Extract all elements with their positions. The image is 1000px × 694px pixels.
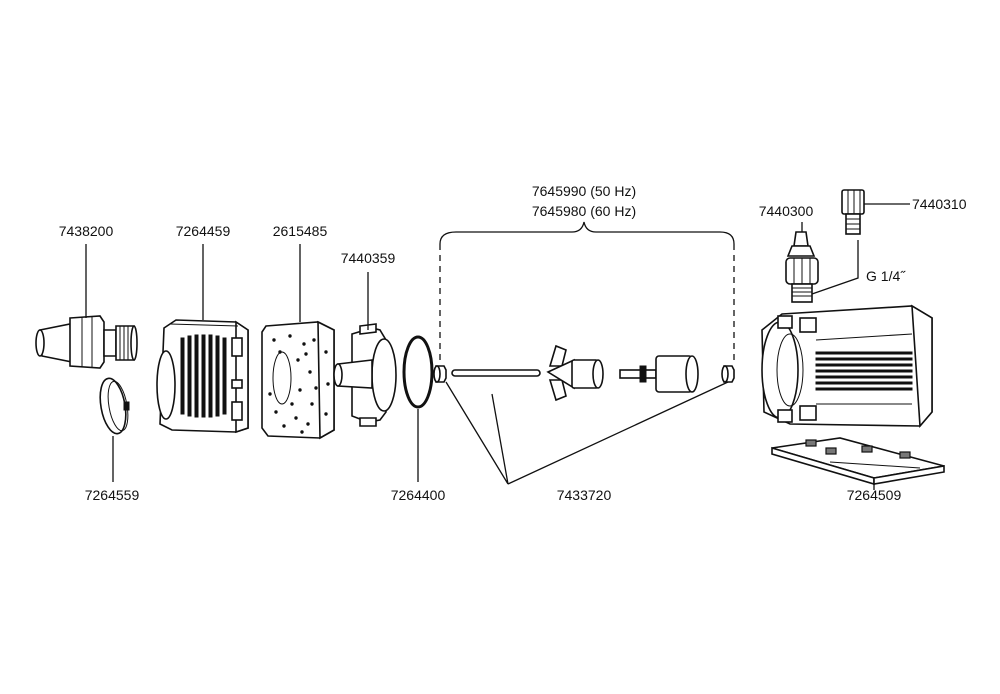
bearing-right-part [721, 365, 735, 383]
label-cap: 7264559 [85, 487, 140, 503]
label-impeller-set-60hz: 7645980 (60 Hz) [532, 203, 636, 219]
label-hose-nozzle: 7440300 [759, 203, 814, 219]
motor-housing-part [761, 304, 933, 429]
rotor-magnet-part [619, 355, 699, 393]
label-volute: 7440359 [341, 250, 396, 266]
impeller-part [546, 344, 604, 402]
shaft-leader-lines [445, 381, 729, 485]
o-ring-part [402, 335, 434, 409]
outlet-nozzle-part [35, 315, 138, 369]
impeller-set-bracket [439, 221, 735, 245]
filter-cover-part [156, 319, 249, 434]
connector-part [841, 189, 865, 235]
label-o-ring: 7264400 [391, 487, 446, 503]
label-connector: 7440310 [912, 196, 967, 212]
volute-part [333, 323, 397, 427]
shaft-part [451, 369, 541, 377]
motor-base-part [771, 437, 945, 486]
cap-part [99, 377, 130, 435]
label-shaft-bearings: 7433720 [557, 487, 612, 503]
label-filter-cover: 7264459 [176, 223, 231, 239]
label-sponge: 2615485 [273, 223, 328, 239]
sponge-part [261, 320, 335, 440]
label-thread: G 1/4˝ [866, 268, 906, 284]
label-impeller-set-50hz: 7645990 (50 Hz) [532, 183, 636, 199]
hose-nozzle-part [785, 231, 819, 303]
thread-leader-line [811, 240, 859, 295]
label-outlet-nozzle: 7438200 [59, 223, 114, 239]
label-motor-base: 7264509 [847, 487, 902, 503]
bearing-left-part [433, 365, 447, 383]
